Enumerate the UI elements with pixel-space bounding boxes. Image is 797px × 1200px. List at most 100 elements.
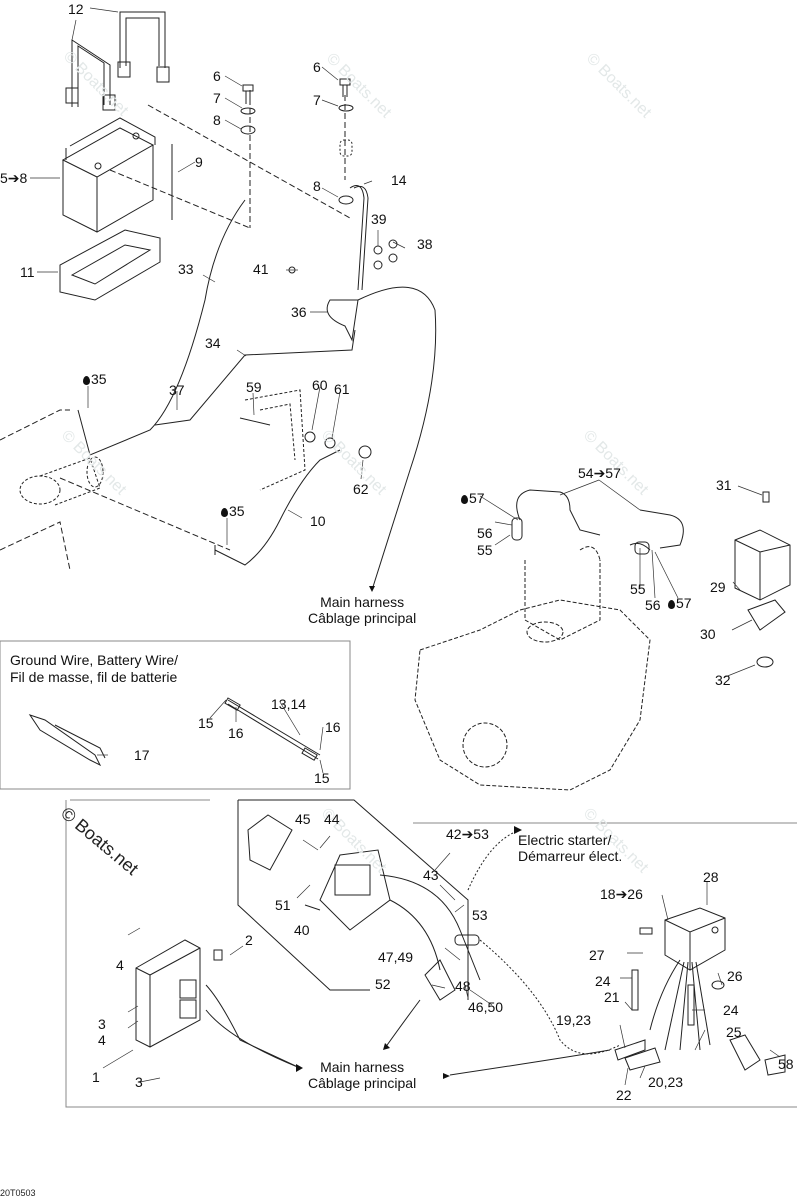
callout-22: 22 — [616, 1087, 632, 1103]
starter-motor — [19, 456, 104, 506]
callout-3: 3 — [98, 1016, 106, 1032]
sealant-drop-icon — [221, 508, 228, 517]
document-id: 20T0503 — [0, 1188, 36, 1198]
fuse-cover — [247, 814, 293, 871]
battery-tray — [59, 229, 161, 301]
ignition-coil — [734, 491, 791, 668]
callout-46-50: 46,50 — [468, 999, 504, 1015]
callout-15: 15 — [198, 715, 214, 731]
callout-18-to-26: 18➔26 — [600, 886, 643, 902]
callout-54-to-57: 54➔57 — [578, 465, 621, 481]
callout-55: 55 — [630, 581, 646, 597]
callout-7: 7 — [213, 90, 221, 106]
callout-10: 10 — [310, 513, 326, 529]
callout-21: 21 — [604, 989, 620, 1005]
callout-59: 59 — [246, 379, 262, 395]
callout-35: 35 — [221, 504, 245, 518]
callout-16: 16 — [228, 725, 244, 741]
battery-cable-10 — [214, 449, 341, 566]
sealant-drop-icon — [668, 600, 675, 609]
callout-43: 43 — [423, 867, 439, 883]
callout-28: 28 — [703, 869, 719, 885]
callout-38: 38 — [417, 236, 433, 252]
main-harness-label: Main harness Câblage principal — [308, 1059, 417, 1091]
callout-5-to-8: 5➔8 — [0, 170, 28, 186]
callout-13-14: 13,14 — [271, 696, 307, 712]
ecu-module — [135, 939, 201, 1048]
callout-2: 2 — [245, 932, 253, 948]
callout-8: 8 — [213, 112, 221, 128]
callout-25: 25 — [726, 1024, 742, 1040]
battery-strap-left — [65, 39, 116, 111]
callout-34: 34 — [205, 335, 221, 351]
callout-3: 3 — [135, 1074, 143, 1090]
connector — [729, 1034, 761, 1071]
clip — [213, 949, 223, 961]
sealant-drop-icon — [83, 376, 90, 385]
callout-60: 60 — [312, 377, 328, 393]
crimp-tool — [28, 714, 106, 767]
callout-41: 41 — [253, 261, 269, 277]
sealant-drop-icon — [461, 495, 468, 504]
leader-lines — [30, 7, 781, 1086]
lower-frame — [65, 800, 797, 1108]
callout-44: 44 — [324, 811, 340, 827]
battery-cable — [349, 185, 365, 291]
callout-19-23: 19,23 — [556, 1012, 592, 1028]
callout-55: 55 — [477, 542, 493, 558]
voltage-regulator — [664, 907, 726, 971]
wire-assembly — [224, 697, 321, 761]
callout-47-49: 47,49 — [378, 949, 414, 965]
callout-33: 33 — [178, 261, 194, 277]
callout-24: 24 — [595, 973, 611, 989]
callout-39: 39 — [371, 211, 387, 227]
callout-6: 6 — [313, 59, 321, 75]
bracket — [326, 299, 359, 342]
callout-62: 62 — [353, 481, 369, 497]
callout-7: 7 — [313, 92, 321, 108]
callout-4: 4 — [116, 957, 124, 973]
wiring-harness — [379, 874, 481, 981]
callout-51: 51 — [275, 897, 291, 913]
callout-4: 4 — [98, 1032, 106, 1048]
callout-27: 27 — [589, 947, 605, 963]
callout-53: 53 — [472, 907, 488, 923]
callout-56: 56 — [645, 597, 661, 613]
callout-1: 1 — [92, 1069, 100, 1085]
callout-14: 14 — [391, 172, 407, 188]
callout-29: 29 — [710, 579, 726, 595]
callout-40: 40 — [294, 922, 310, 938]
callout-36: 36 — [291, 304, 307, 320]
callout-56: 56 — [477, 525, 493, 541]
main-harness-line — [357, 286, 437, 591]
battery-strap-right — [117, 11, 170, 83]
callout-24: 24 — [723, 1002, 739, 1018]
callout-20-23: 20,23 — [648, 1074, 684, 1090]
callout-31: 31 — [716, 477, 732, 493]
starter-bracket — [244, 389, 306, 491]
hose — [516, 489, 601, 536]
battery — [61, 117, 156, 233]
alignment-lines — [0, 90, 351, 571]
callout-8: 8 — [313, 178, 321, 194]
callout-32: 32 — [715, 672, 731, 688]
callout-45: 45 — [295, 811, 311, 827]
callout-61: 61 — [334, 381, 350, 397]
callout-16: 16 — [325, 719, 341, 735]
inset-box-ground-wire — [0, 640, 351, 790]
callout-6: 6 — [213, 68, 221, 84]
callout-26: 26 — [727, 968, 743, 984]
callout-57: 57 — [461, 491, 485, 505]
callout-12: 12 — [68, 1, 84, 17]
callout-48: 48 — [455, 978, 471, 994]
callout-42-to-53: 42➔53 — [446, 826, 489, 842]
callout-37: 37 — [169, 382, 185, 398]
bolt-stack-left — [240, 84, 256, 135]
sleeve — [631, 969, 639, 1011]
callout-15: 15 — [314, 770, 330, 786]
arrowheads — [296, 586, 522, 1079]
fuse-block — [319, 849, 391, 931]
callout-11: 11 — [20, 264, 35, 280]
callout-52: 52 — [375, 976, 391, 992]
